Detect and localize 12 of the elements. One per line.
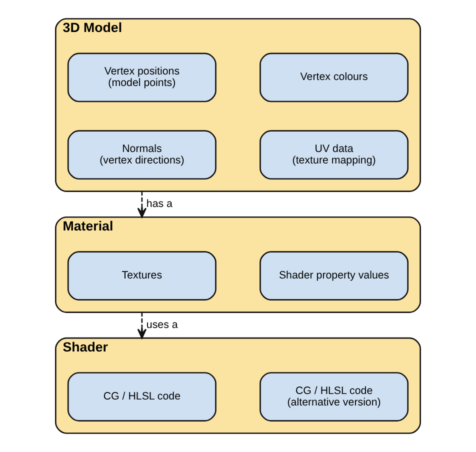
arrow xyxy=(137,191,147,218)
node-box: Shader property values xyxy=(260,251,409,300)
arrow xyxy=(137,312,147,339)
node-box: Vertex positions (model points) xyxy=(67,52,216,102)
edge-label: uses a xyxy=(146,318,178,331)
node-box: CG / HLSL code xyxy=(67,372,216,422)
node-box: Vertex colours xyxy=(260,52,409,102)
node-box: UV data (texture mapping) xyxy=(260,130,409,180)
node-box: CG / HLSL code (alternative version) xyxy=(260,372,409,422)
node-box: Normals (vertex directions) xyxy=(67,130,216,180)
node-box: Textures xyxy=(67,251,216,300)
edge-label: has a xyxy=(146,198,172,210)
